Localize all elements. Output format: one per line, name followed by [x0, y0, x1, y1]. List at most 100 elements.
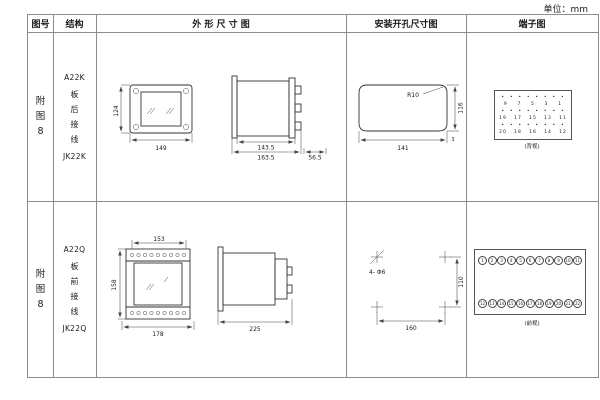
- dimensions: 143.5 163.5 56.5: [231, 130, 327, 162]
- terminal-circle: 22: [573, 299, 582, 308]
- hole-crosses: [369, 249, 451, 313]
- terminal-circle: 11: [573, 256, 582, 265]
- terminal-circle: 10: [563, 256, 573, 265]
- header-structure: 结构: [65, 20, 84, 30]
- terminal-screw-rows: [130, 253, 186, 315]
- dim-front-height: 124: [113, 105, 120, 117]
- terminal-circle: 21: [563, 299, 573, 308]
- radius-callout: R10: [407, 86, 444, 99]
- row1-structure-cell: A22K 板后接线 JK22K: [53, 32, 96, 201]
- dim-cutout-width: 141: [397, 145, 409, 152]
- dimensions: 141 116 3: [358, 84, 465, 152]
- row2-fig-cell: 附图8: [28, 201, 53, 377]
- terminal-circle: 4: [506, 256, 516, 265]
- dim-cutout-height: 116: [458, 102, 465, 114]
- cutout-drawing-jk22k: R10 141 116 3: [358, 84, 465, 152]
- model-code-top: A22K: [64, 72, 85, 82]
- terminal-view-caption: (前视): [524, 321, 540, 327]
- wiring-type: 板前接线: [70, 262, 79, 316]
- terminal-circle: 13: [487, 299, 497, 308]
- mounting-screws: [133, 88, 189, 130]
- table-divider: [53, 15, 54, 377]
- terminal-circle: 8: [544, 256, 554, 265]
- dim-hole-spec: 4- Φ6: [369, 269, 386, 276]
- hatch-marks: [146, 107, 175, 115]
- dimensions: 110 160: [376, 256, 465, 332]
- terminal-diagram-rear: • • • • • • • • 9 7 5 3 1 • • • • • • • …: [494, 90, 572, 140]
- dim-side-len1: 143.5: [257, 145, 274, 152]
- terminal-circle: 1: [478, 256, 487, 265]
- table-divider: [28, 201, 598, 202]
- dim-front-width: 149: [155, 145, 167, 152]
- fig-number: 附图8: [35, 96, 46, 137]
- row2-outline-cell: 153 158 178 225: [96, 201, 346, 377]
- table-divider: [96, 15, 97, 377]
- relay-front-outline: [125, 248, 191, 320]
- terminal-number-row: 19 17 15 13 11: [499, 116, 567, 121]
- dim-hole-height: 110: [458, 276, 465, 288]
- terminal-dot-row: • • • • • • • •: [501, 109, 565, 114]
- unit-label: 单位：mm: [543, 5, 588, 15]
- dim-front-height: 158: [111, 279, 118, 291]
- side-view-jk22k: 143.5 163.5 56.5: [231, 75, 327, 162]
- relay-side-outline: [217, 246, 293, 312]
- dimensions: 225: [217, 299, 293, 333]
- table-divider: [346, 15, 347, 377]
- front-view-jk22q: 153 158 178: [111, 236, 195, 338]
- row1-terminal-cell: • • • • • • • • 9 7 5 3 1 • • • • • • • …: [466, 32, 598, 201]
- drill-pattern-jk22q: 4- Φ6 110 160: [369, 249, 465, 332]
- row2-structure-cell: A22Q 板前接线 JK22Q: [53, 201, 96, 377]
- header-terminal: 端子图: [518, 20, 546, 30]
- header-install-dims: 安装开孔尺寸图: [374, 20, 438, 30]
- terminal-circle: 15: [506, 299, 516, 308]
- terminal-number-row: 20 18 16 14 12: [499, 130, 567, 135]
- hole-callout: 4- Φ6: [369, 269, 386, 276]
- table-divider: [28, 32, 598, 33]
- model-code-bottom: JK22K: [62, 151, 87, 161]
- dim-side-len2: 163.5: [257, 155, 274, 162]
- relay-front-outline: [129, 84, 193, 134]
- row2-install-cell: 4- Φ6 110 160: [346, 201, 466, 377]
- relay-side-outline: [231, 75, 302, 139]
- terminal-circle: 19: [544, 299, 554, 308]
- terminal-circle: 3: [497, 256, 506, 265]
- row1-outline-cell: 124 149 143.5: [96, 32, 346, 201]
- fig-number: 附图8: [35, 268, 46, 310]
- panel-cutout: [358, 84, 448, 132]
- dimensions: 153 158 178: [111, 236, 195, 338]
- terminal-dot-row: • • • • • • • •: [501, 123, 565, 128]
- spec-table: 图号 结构 外 形 尺 寸 图 安装开孔尺寸图 端子图 附图8 A22K 板后接…: [27, 14, 599, 378]
- terminal-circle: 12: [478, 299, 487, 308]
- terminal-view-caption: (背视): [524, 144, 540, 150]
- terminal-circle: 17: [525, 299, 535, 308]
- dim-corner-radius: R10: [407, 92, 419, 99]
- dim-front-top-width: 153: [153, 236, 165, 243]
- front-view-jk22k: 124 149: [113, 84, 193, 152]
- dim-front-width: 178: [152, 331, 164, 338]
- terminal-circle: 7: [535, 256, 544, 265]
- terminal-circle: 16: [516, 299, 525, 308]
- model-code-top: A22Q: [63, 245, 86, 254]
- terminal-circle: 5: [516, 256, 525, 265]
- dim-side-depth: 56.5: [308, 155, 322, 162]
- dimensions: 124 149: [113, 84, 193, 152]
- terminal-circle: 2: [487, 256, 497, 265]
- side-view-jk22q: 225: [217, 246, 293, 333]
- header-fig-no: 图号: [31, 20, 50, 30]
- terminal-number-row: 9 7 5 3 1: [503, 102, 563, 107]
- model-code-bottom: JK22Q: [62, 324, 87, 333]
- terminal-circle: 9: [554, 256, 563, 265]
- row1-fig-cell: 附图8: [28, 32, 53, 201]
- dim-edge-offset: 3: [451, 137, 454, 143]
- table-divider: [466, 15, 467, 377]
- header-outline-dims: 外 形 尺 寸 图: [192, 20, 250, 30]
- dim-side-len: 225: [249, 326, 261, 333]
- dim-hole-width: 160: [405, 325, 417, 332]
- hatch-marks: [145, 276, 169, 291]
- terminal-dot-row: • • • • • • • •: [501, 95, 565, 100]
